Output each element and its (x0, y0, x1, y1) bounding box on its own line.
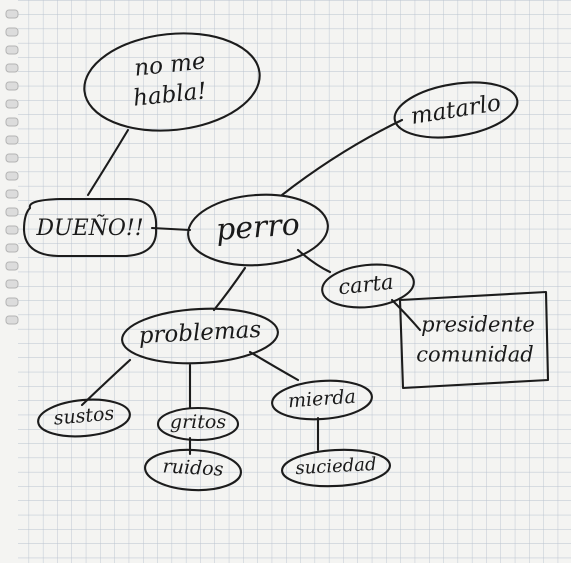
node-shape-ruidos (144, 448, 242, 492)
edge-nomehabla-dueno (86, 128, 130, 197)
node-shape-presidente (398, 290, 550, 390)
node-shape-perro (187, 193, 329, 267)
edge-perro-problemas (212, 266, 247, 312)
label-dueno: DUEÑO!! (35, 213, 143, 241)
edge-perro-matarlo (280, 118, 404, 197)
label-mierda: mierda (287, 386, 356, 413)
edge-perro-carta (296, 248, 332, 274)
label-comunidad: comunidad (416, 343, 534, 367)
label-presidente: presidente (421, 313, 535, 337)
label-carta: carta (337, 270, 394, 300)
label-sustos: sustos (53, 402, 115, 429)
edge-problemas-mierda (248, 350, 300, 382)
label-ruidos: ruidos (162, 455, 224, 480)
grid-paper (18, 0, 571, 563)
node-shape-carta (321, 263, 415, 309)
node-shape-dueno (22, 197, 158, 258)
node-shape-problemas (121, 307, 279, 365)
node-shape-sustos (37, 398, 131, 438)
node-shape-gritos (156, 406, 240, 442)
node-labels: no me habla! matarlo DUEÑO!! perro carta… (35, 48, 534, 480)
label-problemas: problemas (138, 317, 262, 349)
node-shape-no-me-habla (83, 32, 261, 132)
edge-problemas-sustos (80, 358, 132, 407)
label-perro: perro (215, 207, 301, 248)
node-shape-suciedad (281, 448, 391, 488)
node-shape-matarlo (393, 81, 519, 139)
spiral-binding (5, 9, 19, 325)
node-shape-mierda (271, 379, 373, 421)
label-suciedad: suciedad (295, 454, 377, 479)
label-gritos: gritos (170, 411, 226, 433)
edge-carta-presidente (390, 298, 422, 332)
